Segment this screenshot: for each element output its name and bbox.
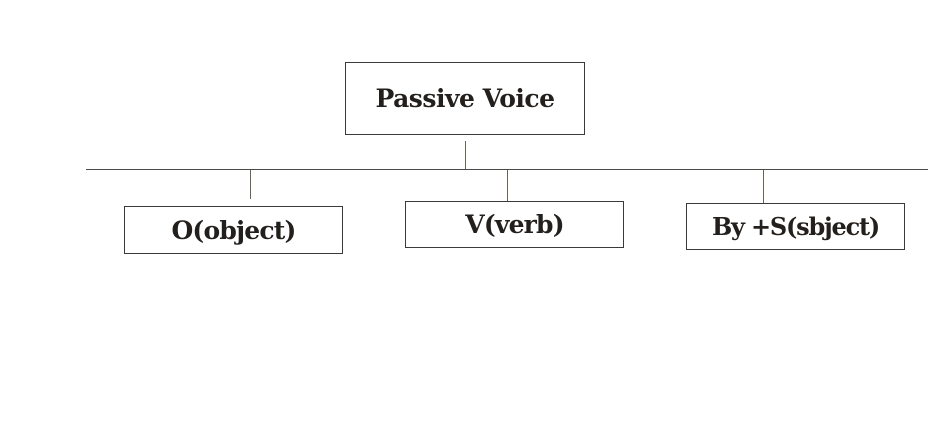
connector-to-verb [507, 170, 508, 201]
child-node-object: O(object) [124, 206, 343, 254]
child-node-label: O(object) [171, 215, 296, 245]
child-node-verb: V(verb) [405, 201, 624, 248]
connector-root-down [465, 141, 466, 169]
connector-horizontal-bus [86, 169, 928, 170]
root-node-label: Passive Voice [375, 84, 555, 113]
child-node-label: By +S(sbject) [711, 212, 880, 241]
child-node-by-subject: By +S(sbject) [686, 203, 905, 250]
root-node-passive-voice: Passive Voice [345, 62, 585, 135]
child-node-label: V(verb) [465, 210, 564, 239]
connector-to-object [250, 170, 251, 199]
connector-to-by-subject [763, 170, 764, 203]
